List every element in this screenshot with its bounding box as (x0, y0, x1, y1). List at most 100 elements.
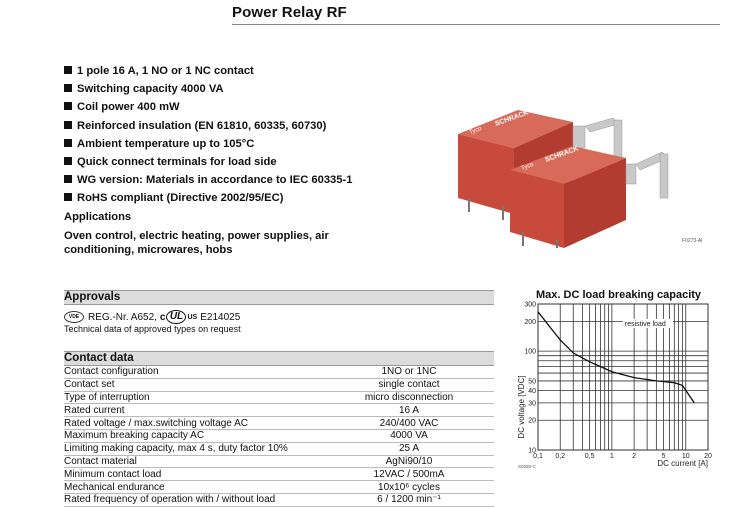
y-tick-label: 40 (528, 388, 536, 395)
feature-item: Reinforced insulation (EN 61810, 60335, … (64, 117, 352, 135)
vde-logo: VDE (64, 311, 84, 323)
feature-text: Quick connect terminals for load side (77, 155, 277, 168)
row-label: Maximum breaking capacity AC (64, 429, 324, 443)
ul-logo: UL (166, 310, 187, 324)
bullet-square-icon (64, 156, 72, 165)
table-row: Rated voltage / max.switching voltage AC… (64, 416, 494, 430)
row-label: Minimum contact load (64, 467, 324, 482)
chart-code: S0330-C (518, 464, 537, 469)
y-tick-label: 30 (528, 400, 536, 407)
ul-us-mark: US (187, 313, 198, 321)
bullet-square-icon (64, 193, 72, 202)
table-row: Rated frequency of operation with / with… (64, 493, 494, 507)
feature-item: Ambient temperature up to 105°C (64, 135, 352, 153)
applications-heading: Applications (64, 211, 132, 223)
contact-data-heading: Contact data (64, 351, 494, 366)
bullet-square-icon (64, 175, 72, 184)
dc-load-chart: 0,1 0,2 0,5 1 2 5 10 20 10 20 30 40 50 100 200 300 DC cu… (517, 302, 712, 470)
bullet-square-icon (64, 120, 72, 129)
feature-item: Quick connect terminals for load side (64, 153, 352, 171)
row-label: Contact set (64, 378, 324, 392)
table-row: Limiting making capacity, max 4 s, duty … (64, 442, 494, 456)
bullet-square-icon (64, 84, 72, 93)
feature-item: 1 pole 16 A, 1 NO or 1 NC contact (64, 62, 352, 80)
ul-c-mark: c (159, 311, 166, 323)
photo-code: F0273-AI (682, 238, 703, 244)
row-label: Rated voltage / max.switching voltage AC (64, 416, 324, 430)
bullet-square-icon (64, 102, 72, 111)
relay-back-brand-left: Tyco (469, 126, 484, 136)
row-value: AgNi90/10 (324, 455, 494, 469)
feature-text: Switching capacity 4000 VA (77, 83, 224, 96)
y-tick-label: 20 (528, 418, 536, 425)
row-label: Rated current (64, 403, 324, 418)
y-tick-label: 10 (528, 448, 536, 455)
y-tick-label: 50 (528, 378, 536, 385)
row-label: Contact configuration (64, 366, 324, 379)
ul-file-number: E214025 (200, 311, 241, 323)
row-value: single contact (324, 378, 494, 392)
series-line (537, 311, 695, 404)
x-axis-label: DC current [A] (657, 459, 708, 468)
series-label-bg (622, 318, 673, 328)
feature-text: Ambient temperature up to 105°C (77, 137, 255, 150)
feature-text: 1 pole 16 A, 1 NO or 1 NC contact (77, 65, 254, 77)
feature-text: WG version: Materials in accordance to I… (77, 174, 353, 187)
bullet-square-icon (64, 66, 72, 74)
row-label: Contact material (64, 455, 324, 469)
feature-item: Switching capacity 4000 VA (64, 80, 352, 98)
bullet-square-icon (64, 138, 72, 147)
row-value: 10x10⁶ cycles (324, 480, 494, 494)
relay-photo: Tyco SCHRACK Tyco SCHRACK (458, 109, 669, 248)
x-tick-label: 5 (662, 453, 666, 460)
x-tick-label: 0,5 (585, 453, 595, 460)
feature-item: WG version: Materials in accordance to I… (64, 171, 352, 189)
chart-title: Max. DC load breaking capacity (536, 289, 702, 301)
x-tick-label: 2 (632, 453, 636, 460)
y-tick-label: 300 (524, 302, 536, 309)
relay-front-brand-left: Tyco (521, 162, 536, 172)
row-value: 6 / 1200 min⁻¹ (324, 493, 494, 507)
feature-text: Coil power 400 mW (77, 101, 180, 114)
x-tick-label: 0,1 (533, 453, 543, 460)
feature-text: Reinforced insulation (EN 61810, 60335, … (77, 119, 327, 132)
page-title: Power Relay RF (232, 4, 347, 21)
approvals-heading: Approvals (64, 290, 494, 305)
relay-front: Tyco SCHRACK (510, 145, 669, 248)
x-tick-label: 0,2 (555, 453, 565, 460)
approvals-line: VDE REG.-Nr. A652, c UL US E214025 (64, 310, 240, 324)
title-divider (232, 24, 720, 25)
applications-text: Oven control, electric heating, power su… (64, 230, 329, 256)
row-value: 12VAC / 500mA (324, 467, 494, 482)
x-tick-label: 1 (610, 453, 614, 460)
row-label: Type of interruption (64, 391, 324, 405)
feature-text: RoHS compliant (Directive 2002/95/EC) (77, 192, 284, 205)
x-tick-label: 20 (704, 453, 712, 460)
series-label: resistive load (625, 321, 666, 328)
row-value: 4000 VA (324, 429, 494, 443)
row-value: 25 A (324, 442, 494, 456)
y-tick-label: 100 (524, 349, 536, 356)
feature-item: RoHS compliant (Directive 2002/95/EC) (64, 189, 352, 207)
approvals-note: Technical data of approved types on requ… (64, 324, 241, 334)
approvals-reg: REG.-Nr. A652, (88, 311, 157, 323)
x-tick-label: 10 (682, 453, 690, 460)
y-axis-label: DC voltage [VDC] (517, 375, 526, 438)
row-value: 16 A (324, 403, 494, 418)
feature-item: Coil power 400 mW (64, 98, 352, 116)
row-label: Limiting making capacity, max 4 s, duty … (64, 442, 324, 456)
row-value: 1NO or 1NC (324, 366, 494, 379)
row-label: Mechanical endurance (64, 480, 324, 494)
row-label: Rated frequency of operation with / with… (64, 493, 324, 507)
y-tick-label: 200 (524, 319, 536, 326)
row-value: micro disconnection (324, 391, 494, 405)
